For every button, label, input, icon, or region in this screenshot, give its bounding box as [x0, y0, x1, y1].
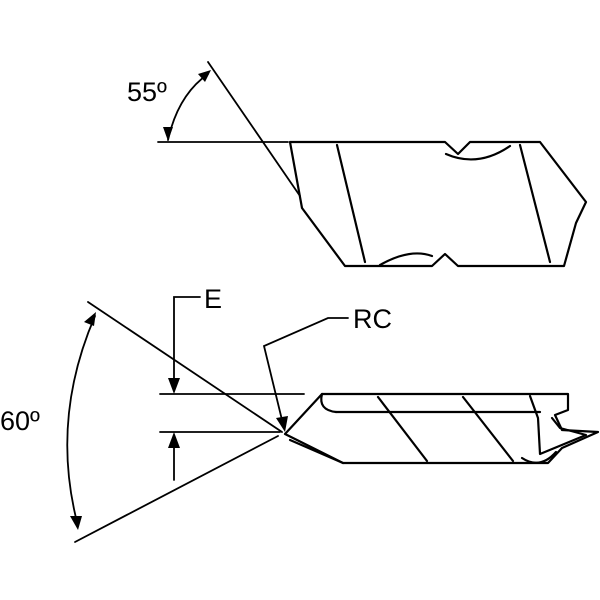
- bottom-insert-front-notch: [320, 392, 338, 414]
- top-insert-left-edge: [335, 143, 367, 264]
- rc-leader-arrowhead: [276, 416, 288, 432]
- bottom-angle-lower-line: [74, 435, 279, 543]
- top-insert-view: 55º: [127, 61, 588, 268]
- rc-label: RC: [353, 304, 392, 334]
- top-chipbreaker-notch-top: [444, 144, 512, 161]
- e-dim-arrowhead-top: [168, 378, 180, 394]
- e-dim-arrowhead-bottom: [168, 432, 180, 448]
- bottom-angle-arrowhead-upper: [84, 312, 96, 326]
- top-angle-label: 55º: [127, 77, 167, 107]
- top-angle-inclined-line: [207, 61, 301, 197]
- bottom-angle-upper-line: [87, 301, 283, 433]
- e-dim-leader-top: [173, 296, 201, 381]
- bottom-insert-view: 60º E RC: [0, 284, 600, 543]
- bottom-angle-label: 60º: [0, 406, 40, 436]
- bottom-helix-line-1: [376, 395, 429, 463]
- bottom-insert-lower-chamfer: [288, 438, 345, 465]
- top-angle-arrowhead-lower: [163, 127, 173, 141]
- bottom-angle-arrowhead-lower: [70, 516, 82, 530]
- bottom-helix-line-2: [461, 395, 515, 463]
- rc-leader-line: [262, 317, 349, 421]
- bottom-insert-rear-detail: [528, 394, 588, 456]
- top-angle-arc: [167, 73, 209, 141]
- bottom-insert-rear-curve: [520, 450, 558, 464]
- top-chipbreaker-notch-bottom: [378, 252, 434, 267]
- e-dim-label: E: [204, 284, 222, 314]
- top-angle-arrowhead-upper: [198, 70, 211, 82]
- top-insert-outline: [288, 140, 588, 268]
- top-insert-right-edge: [518, 143, 552, 264]
- bottom-insert-outline: [283, 392, 600, 465]
- bottom-angle-arc: [66, 315, 96, 527]
